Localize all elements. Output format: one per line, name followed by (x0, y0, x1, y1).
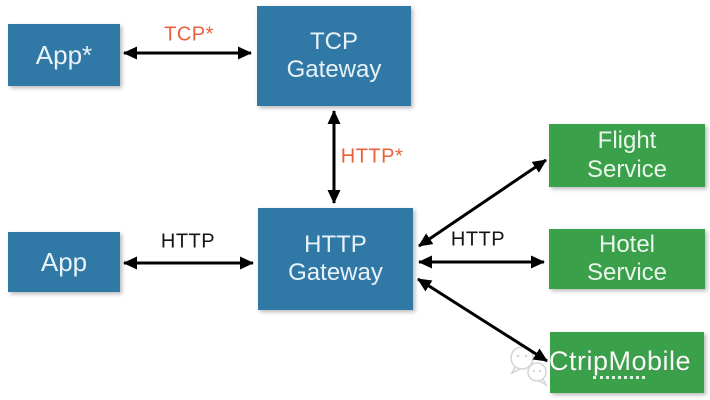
node-tcp-gateway-line2: Gateway (286, 56, 382, 83)
node-hotel-service: Hotel Service (549, 229, 705, 289)
node-flight-service-line2: Service (586, 155, 668, 183)
node-http-gateway-line1: HTTP (304, 230, 367, 258)
node-app-star-label: App* (35, 39, 93, 70)
node-ctrip-mobile (550, 332, 704, 393)
edge-label-http-left: HTTP (160, 230, 216, 253)
node-hotel-service-line1: Hotel (598, 230, 656, 258)
edge-label-http-star: HTTP* (340, 145, 404, 168)
node-flight-service-line1: Flight (597, 127, 657, 155)
node-flight-service: Flight Service (549, 124, 705, 187)
node-tcp-gateway: TCP Gateway (257, 6, 411, 106)
node-hotel-service-line2: Service (586, 259, 668, 286)
node-http-gateway: HTTP Gateway (258, 208, 413, 310)
node-app: App (8, 232, 120, 292)
node-app-star: App* (8, 24, 120, 86)
watermark-dotted-underline (593, 361, 645, 379)
edge-label-tcp-star: TCP* (164, 23, 214, 46)
watermark-text: CtripMobile (549, 346, 692, 376)
node-http-gateway-line2: Gateway (288, 259, 383, 286)
node-tcp-gateway-line1: TCP (310, 27, 358, 55)
node-app-label: App (40, 246, 88, 277)
edge-label-http-right: HTTP (450, 228, 506, 251)
chat-bubbles-icon (510, 346, 548, 388)
